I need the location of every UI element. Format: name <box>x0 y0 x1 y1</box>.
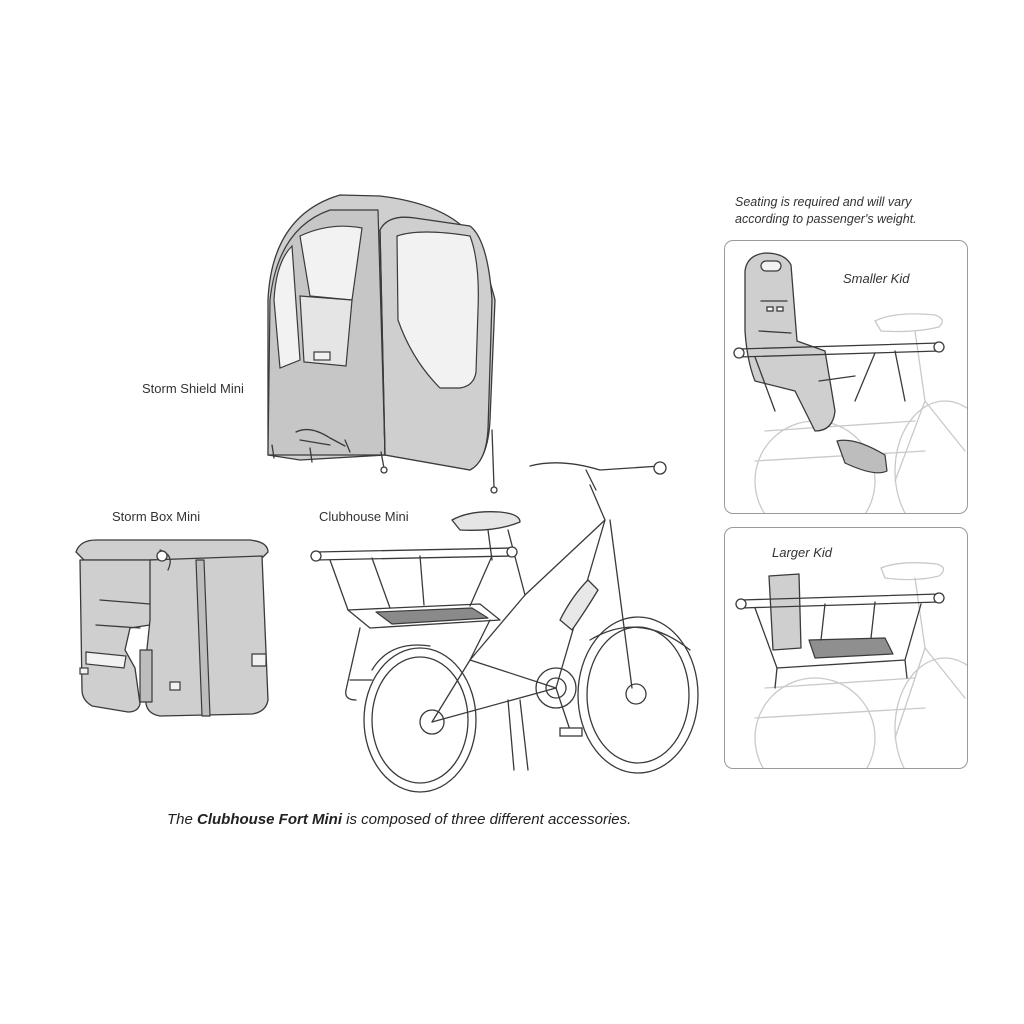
caption-suffix: is composed of three different accessori… <box>342 811 632 828</box>
seating-note-line1: Seating is required and will vary <box>735 195 912 209</box>
caption: The Clubhouse Fort Mini is composed of t… <box>167 811 631 828</box>
storm-shield-label: Storm Shield Mini <box>142 381 244 396</box>
seating-note: Seating is required and will vary accord… <box>735 194 917 228</box>
larger-kid-seat-illustration <box>735 562 967 768</box>
caption-prefix: The <box>167 811 198 828</box>
smaller-kid-label: Smaller Kid <box>843 271 910 286</box>
larger-kid-panel: Larger Kid <box>724 527 968 769</box>
smaller-kid-panel: Smaller Kid <box>724 240 968 514</box>
larger-kid-label: Larger Kid <box>772 545 832 560</box>
clubhouse-label: Clubhouse Mini <box>319 509 409 524</box>
storm-box-label: Storm Box Mini <box>112 509 201 524</box>
seating-note-line2: according to passenger's weight. <box>735 212 917 226</box>
caption-product-name: Clubhouse Fort Mini <box>197 811 342 828</box>
smaller-kid-seat-illustration <box>733 252 967 513</box>
